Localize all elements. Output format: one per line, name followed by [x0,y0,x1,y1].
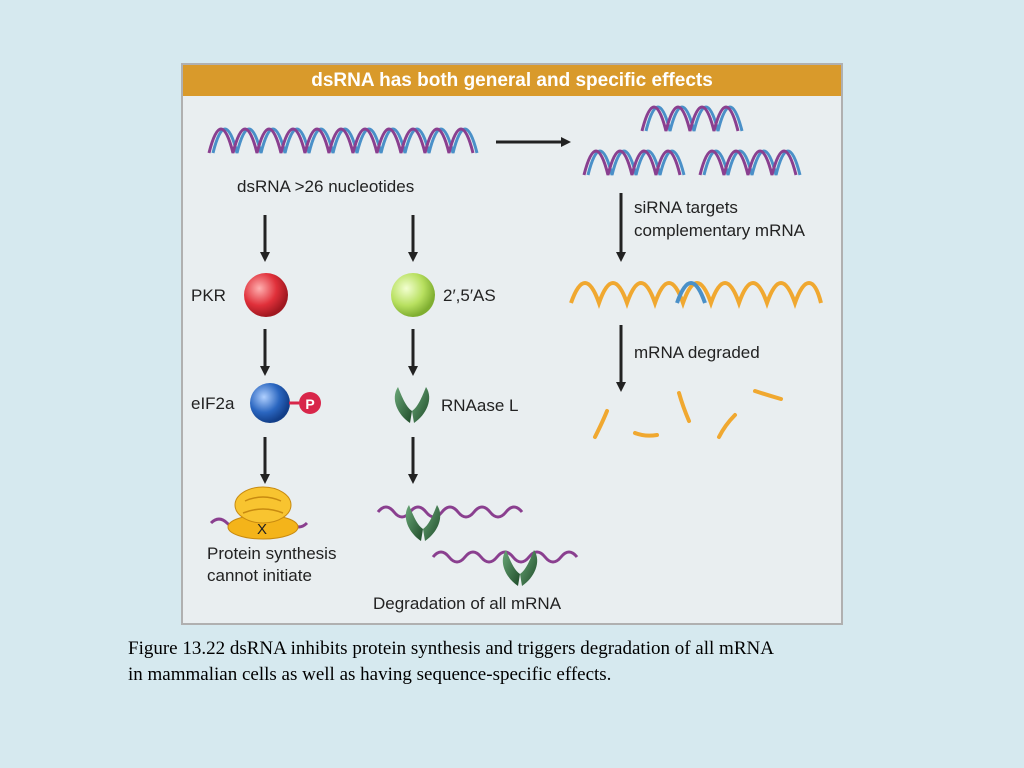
x-mark-label: X [257,521,268,538]
eif2a-sphere [250,383,290,423]
protein-synthesis-line1: Protein synthesis [207,544,337,563]
mrna-fragments [593,389,783,439]
phosphate-circle [299,392,321,414]
rnaase-l-enzyme [394,387,430,423]
caption-line2: in mammalian cells as well as having seq… [128,664,612,685]
bound-sirna [675,280,707,304]
mrna-degraded-label: mRNA degraded [634,343,760,362]
sirna-label-line1: siRNA targets [634,198,738,217]
figure-title: dsRNA has both general and specific effe… [183,65,841,96]
target-mrna [569,280,823,310]
figure-caption: Figure 13.22 dsRNA inhibits protein synt… [128,636,928,688]
sirna-helix-top [640,105,744,132]
figure-panel: dsRNA has both general and specific effe… [181,63,843,625]
pkr-sphere [244,273,288,317]
rnaase-label: RNAase L [441,396,519,415]
rnaase-on-mrna-2 [502,550,538,586]
protein-synthesis-line2: cannot initiate [207,566,312,585]
degradation-label: Degradation of all mRNA [373,594,562,613]
sirna-helix-left [582,149,686,176]
ribosome [227,486,299,540]
as25-sphere [391,273,435,317]
pkr-label: PKR [191,286,226,305]
sirna-helix-right [698,149,802,176]
long-dsrna-helix [207,127,479,154]
diagram-canvas [207,105,823,586]
as25-label: 2′,5′AS [443,286,496,305]
eif2a-label: eIF2a [191,394,235,413]
phosphate-label: P [305,396,315,412]
dsrna-label: dsRNA >26 nucleotides [237,177,415,196]
mrna-strand-1 [376,505,524,519]
sirna-label-line2: complementary mRNA [634,221,805,240]
caption-line1: Figure 13.22 dsRNA inhibits protein synt… [128,638,774,659]
